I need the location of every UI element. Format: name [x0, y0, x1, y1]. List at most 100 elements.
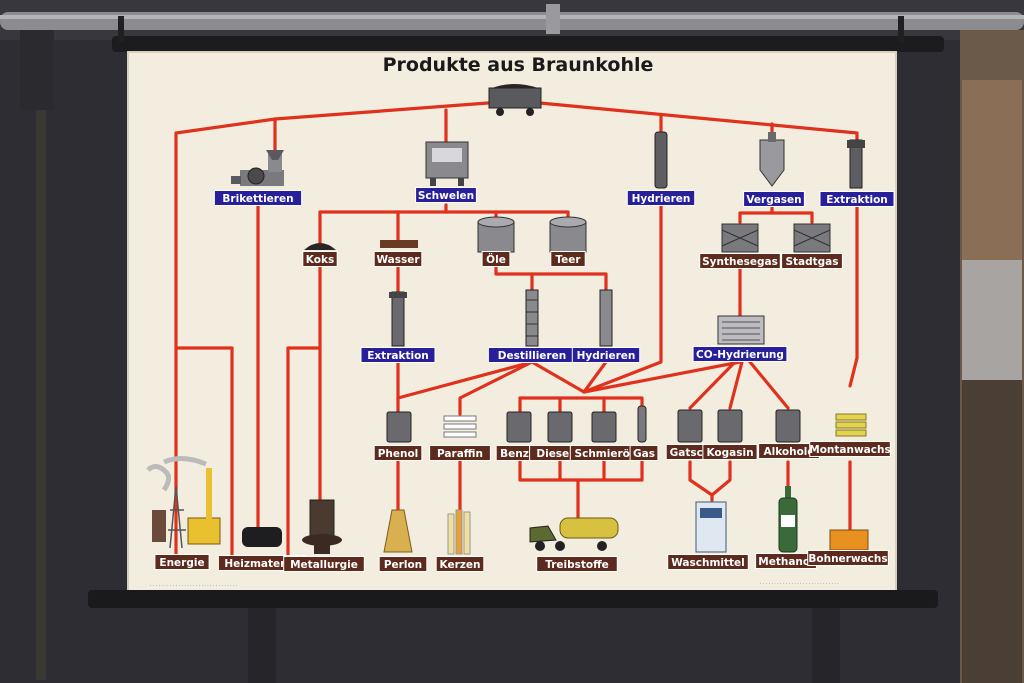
node-box: [536, 556, 618, 572]
node-label: Öle: [486, 252, 506, 266]
node-label: Extraktion: [367, 350, 429, 362]
gas-cylinder-icon: [637, 405, 647, 443]
perlon-spool-icon: [383, 509, 413, 553]
node-box: [692, 346, 788, 362]
floor-wax-can-icon: [829, 529, 869, 551]
top-rod: [112, 36, 944, 52]
node-box: [702, 444, 758, 460]
stand-leg-left: [248, 608, 276, 683]
node-box: [629, 445, 659, 461]
node-label: Waschmittel: [671, 557, 745, 569]
node-box: [571, 347, 641, 363]
node-label: Methanol: [758, 556, 813, 568]
line-fuel-drops: [518, 396, 606, 414]
node-label: Koks: [306, 254, 334, 266]
gatsch-barrel-icon: [677, 409, 703, 443]
node-box: [429, 445, 491, 461]
node-hydrieren-mid: Hydrieren: [571, 347, 641, 363]
candles-icon: [447, 509, 471, 555]
node-gas: Gas: [629, 445, 659, 461]
montan-wax-stack-icon: [835, 413, 867, 437]
node-box: [809, 441, 891, 457]
node-label: Stadtgas: [785, 256, 838, 268]
node-box: [283, 556, 365, 572]
blast-furnace-icon: [302, 499, 342, 554]
node-waschmittel: Waschmittel: [667, 554, 749, 570]
node-box: [699, 253, 781, 269]
node-gatsch: Gatsch: [665, 444, 715, 460]
hanging-pipe: [0, 12, 1024, 30]
node-label: CO-Hydrierung: [696, 349, 784, 361]
node-kogasin: Kogasin: [702, 444, 758, 460]
node-box: [667, 554, 749, 570]
coal-wagon-icon: [488, 84, 542, 116]
node-box: [626, 190, 696, 206]
node-co-hydrierung: CO-Hydrierung: [692, 346, 788, 362]
left-hook: [118, 16, 124, 42]
line-montanwachs: [848, 203, 859, 388]
node-label: Schwelen: [418, 190, 474, 202]
line-paraffin: [458, 360, 534, 416]
node-label: Vergasen: [746, 194, 801, 206]
dieseloel-barrel-icon: [547, 411, 573, 443]
town-gas-tank-icon: [793, 223, 831, 253]
node-extraktion-top: Extraktion: [819, 191, 895, 207]
node-label: Synthesegas: [702, 256, 778, 268]
wooden-pole: [36, 60, 46, 680]
node-label: Perlon: [384, 559, 422, 571]
line-fuel-collect: [518, 460, 644, 482]
stand-leg-right: [812, 608, 840, 683]
node-montanwachs: Montanwachs: [809, 441, 891, 457]
node-stadtgas: Stadtgas: [781, 253, 843, 269]
node-brikettieren: Brikettieren: [213, 190, 303, 206]
node-phenol: Phenol: [373, 445, 423, 461]
co-reactor-icon: [717, 315, 765, 345]
node-label: Brikettieren: [222, 193, 293, 205]
power-plant-icon: [146, 456, 221, 549]
node-hydrieren-top: Hydrieren: [626, 190, 696, 206]
alkohole-barrel-icon: [775, 409, 801, 443]
publisher-fine-print: · · · · · · · · · · · · · · · · · · · · …: [150, 584, 237, 589]
pole-bracket: [20, 30, 54, 110]
node-box: [819, 191, 895, 207]
node-treibstoffe: Treibstoffe: [536, 556, 618, 572]
node-label: Schmieröl: [575, 448, 634, 460]
extraction-column-icon: [389, 291, 407, 347]
node-label: Phenol: [378, 448, 419, 460]
node-teer: Teer: [550, 251, 586, 267]
node-box: [781, 253, 843, 269]
line-energie: [174, 101, 490, 560]
pipe-clamp: [546, 4, 560, 34]
benzin-barrel-icon: [506, 411, 532, 443]
node-label: Metallurgie: [290, 559, 358, 571]
right-hook: [898, 16, 904, 42]
line-synthesegas: [738, 203, 774, 224]
node-label: Montanwachs: [809, 444, 890, 456]
node-box: [373, 251, 423, 267]
line-koks: [318, 203, 448, 250]
node-box: [481, 251, 511, 267]
node-label: Alkohole: [763, 446, 814, 458]
line-extraktion-destillieren: [396, 360, 534, 400]
node-label: Bohnerwachs: [808, 553, 887, 565]
phenol-barrel-icon: [386, 411, 412, 443]
node-label: Treibstoffe: [545, 559, 609, 571]
cylinder-contents-mid: [962, 260, 1022, 380]
node-label: Gatsch: [670, 447, 711, 459]
briquette-press-icon: [231, 150, 284, 186]
line-metallurgie-branch: [286, 346, 322, 560]
coke-pile-icon: [304, 243, 336, 250]
tar-tank-icon: [549, 216, 587, 253]
node-label: Paraffin: [437, 448, 483, 460]
node-box: [360, 347, 436, 363]
node-schwelen: Schwelen: [415, 187, 477, 203]
pipe-highlight: [0, 15, 1024, 19]
line-stadtgas: [770, 211, 814, 224]
distillation-column-icon: [525, 289, 539, 347]
node-box: [415, 187, 477, 203]
smoldering-oven-icon: [425, 141, 469, 186]
line-energie-branch: [174, 346, 234, 560]
line-oele-hydrieren: [494, 266, 608, 292]
line-co-fuel: [582, 360, 742, 394]
node-oele: Öle: [481, 251, 511, 267]
